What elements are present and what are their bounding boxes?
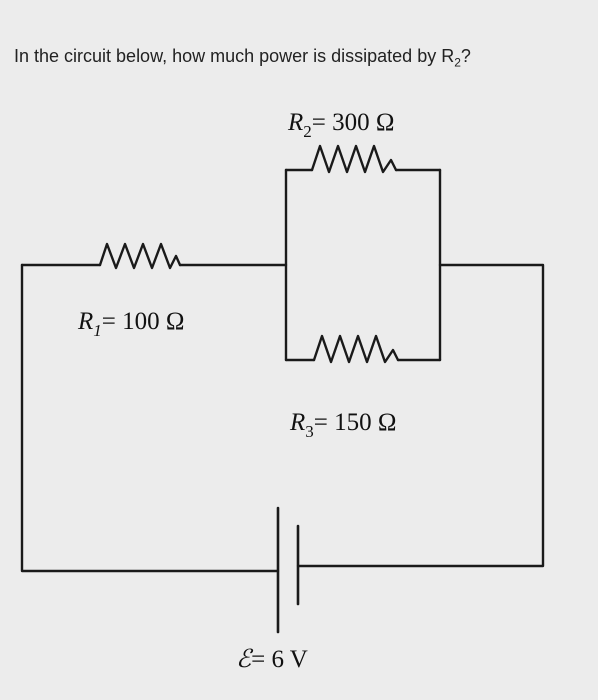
r1-sub: 1 (93, 321, 102, 340)
r1-letter: R (77, 308, 93, 335)
label-r3: R3= 150 Ω (289, 409, 396, 441)
resistor-r3 (312, 334, 400, 364)
r2-sub: 2 (303, 122, 312, 141)
label-r1: R1= 100 Ω (77, 308, 184, 340)
r2-value: = 300 Ω (312, 109, 395, 136)
r1-value: = 100 Ω (102, 308, 185, 335)
question-suffix: ? (460, 46, 471, 66)
r3-sub: 3 (305, 422, 314, 441)
resistor-r1 (98, 242, 182, 270)
r2-letter: R (287, 109, 303, 136)
wires (20, 144, 545, 573)
question-text: In the circuit below, how much power is … (14, 46, 471, 70)
resistor-r2 (310, 144, 398, 174)
r3-value: = 150 Ω (314, 409, 397, 436)
emf-symbol: ℰ (236, 646, 254, 673)
label-emf: ℰ= 6 V (236, 646, 308, 673)
wire-left-side (20, 263, 280, 573)
wire-right-top (296, 263, 545, 568)
label-r2: R2= 300 Ω (287, 109, 394, 141)
question-prompt: In the circuit below, how much power is … (14, 46, 455, 66)
battery (276, 506, 300, 634)
question-subscript: 2 (454, 55, 461, 70)
r3-letter: R (289, 409, 305, 436)
emf-value: = 6 V (251, 646, 308, 673)
